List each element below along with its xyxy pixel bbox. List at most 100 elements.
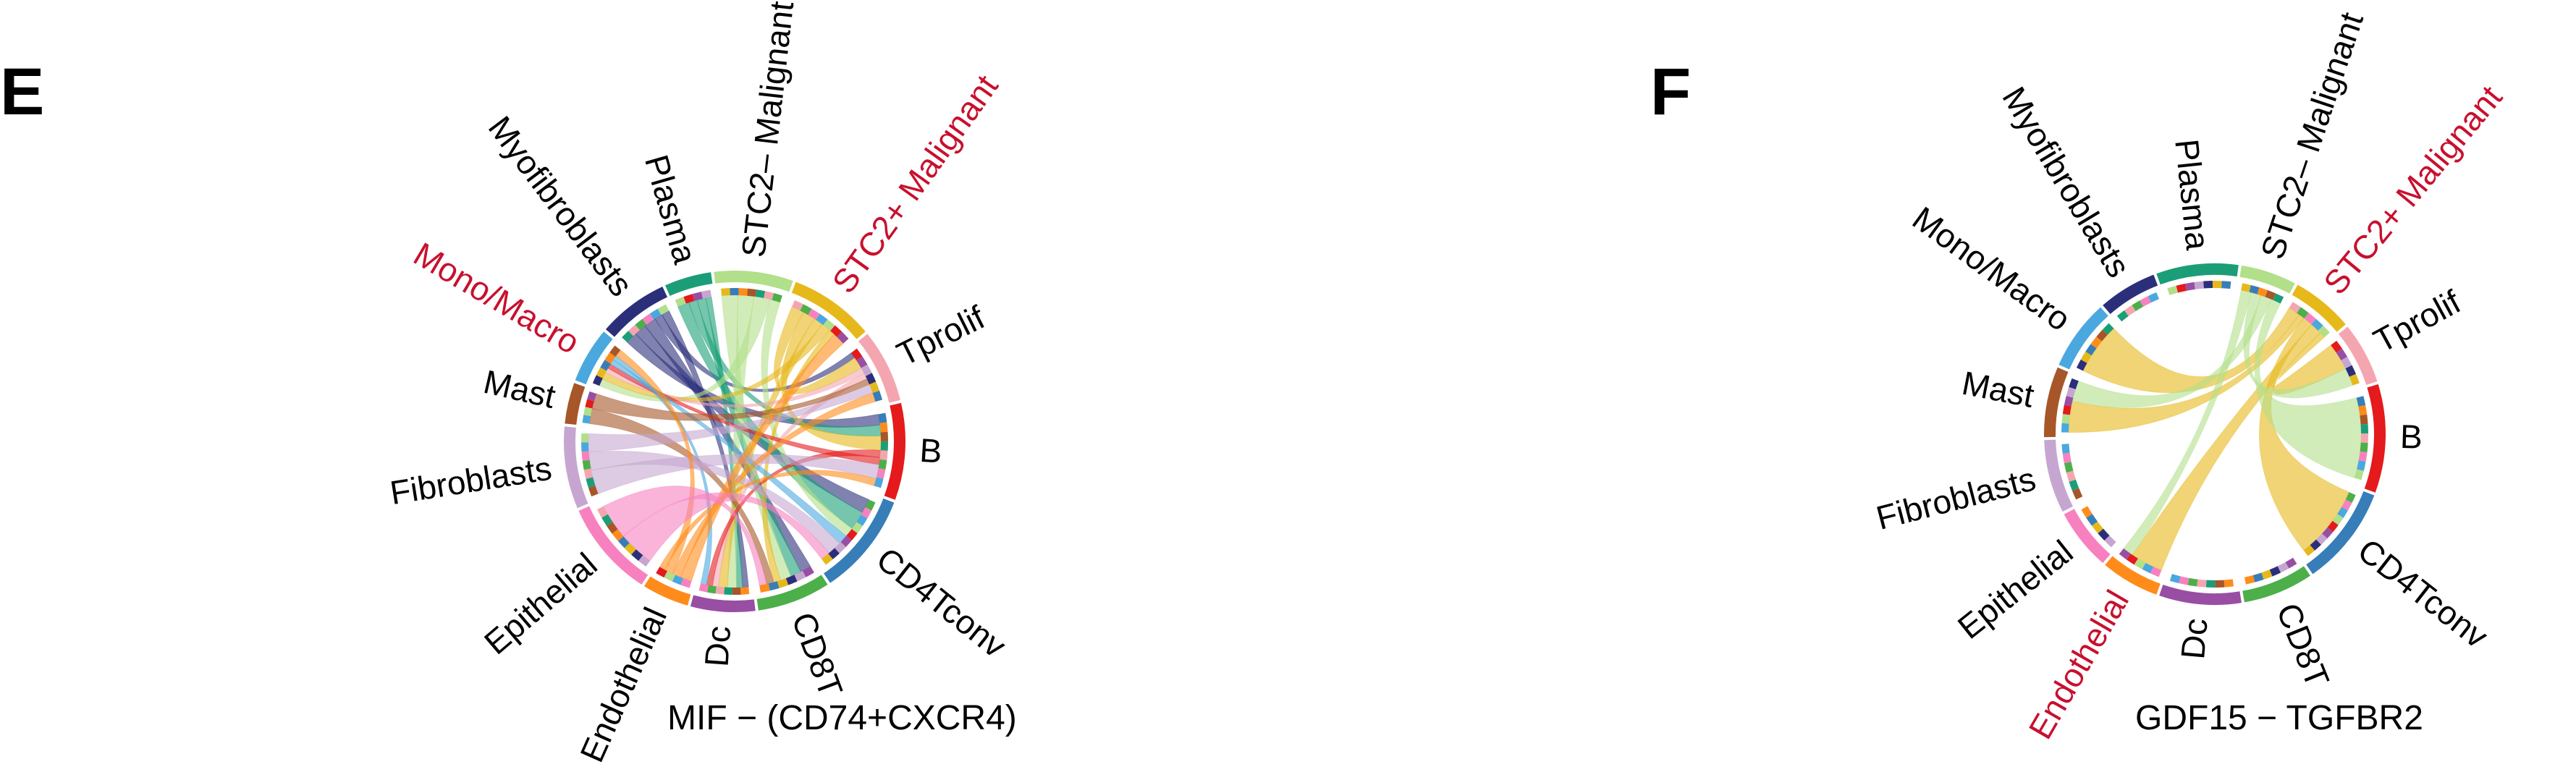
inner-tick-stc2-malignant [2304,313,2316,325]
sector-mast [2043,367,2069,438]
inner-tick-myofibroblasts [642,313,654,325]
inner-tick-b [2360,414,2368,425]
inner-tick-endothelial [672,575,684,585]
inner-tick-endothelial [2142,562,2154,574]
sector-label-b: B [919,431,943,470]
sector-endothelial [643,576,691,606]
ribbons [588,294,882,588]
inner-tick-plasma [2212,281,2222,289]
sector-label-cd8t: CD8T [2269,598,2336,692]
inner-tick-cd4tconv [861,507,872,519]
link-stc2-malignant-to-mono-macro [599,296,771,402]
inner-tick-dc [2205,580,2216,588]
inner-tick-dc [2215,580,2225,588]
inner-tick-epithelial [2092,521,2103,534]
inner-tick-myofibroblasts [2124,305,2136,316]
inner-tick-dc [707,585,717,594]
inner-tick-cd8t [785,575,798,585]
inner-tick-plasma [701,289,711,299]
inner-tick-tprolif [2336,348,2348,361]
sector-epithelial [2064,509,2111,564]
sector-plasma [2156,263,2239,285]
inner-tick-endothelial [680,578,692,588]
inner-tick-cd8t [777,578,789,588]
inner-tick-epithelial [2098,528,2110,541]
sector-label-fibroblasts: Fibroblasts [1872,459,2040,537]
inner-tick-plasma [675,297,686,307]
chord-diagram-e: Plasma STC2– Malignant STC2+ MalignantTpro… [387,0,1013,767]
inner-tick-cd4tconv [2327,520,2339,533]
inner-tick-b [879,450,888,461]
sector-label-stc2-malignant: STC2+ Malignant [824,68,1005,300]
inner-tick-plasma [2194,281,2204,289]
sector-label-stc2-malignant: STC2– Malignant [734,0,801,259]
sector-stc2-malignant [714,270,793,292]
inner-tick-stc2-malignant [738,288,748,296]
inner-tick-stc2-malignant [800,304,812,315]
inner-tick-fibroblasts [582,459,591,470]
sector-label-plasma: Plasma [638,151,704,268]
inner-tick-endothelial [2134,558,2146,569]
sector-label-cd8t: CD8T [785,607,850,702]
inner-tick-stc2-malignant [772,293,782,303]
inner-tick-cd8t [794,570,806,582]
inner-tick-plasma [683,294,695,304]
inner-tick-endothelial [2126,554,2138,565]
inner-tick-mono-macro [2090,336,2102,349]
inner-tick-plasma [692,292,704,301]
inner-tick-tprolif [2349,373,2360,386]
sector-tprolif [2338,326,2378,386]
inner-tick-b [879,422,888,433]
inner-tick-dc [2224,579,2234,588]
inner-tick-cd4tconv [828,548,840,559]
inner-tick-tprolif [2345,365,2357,377]
inner-tick-mono-macro [604,352,616,364]
inner-tick-fibroblasts [581,451,590,461]
link-endothelial-to-b [659,470,877,571]
inner-tick-stc2-malignant [2257,287,2268,297]
inner-tick-stc2-malignant [721,288,730,296]
ribbons [2068,289,2362,571]
inner-tick-mast [2061,423,2069,433]
inner-tick-mono-macro [592,375,603,386]
sector-label-mast: Mast [480,363,559,415]
inner-tick-cd8t [2285,557,2297,569]
inner-tick-epithelial [2104,535,2116,548]
sector-dc [690,595,756,612]
inner-tick-cd4tconv [2316,533,2328,545]
inner-tick-endothelial [656,567,667,578]
inner-tick-myofibroblasts [2148,292,2160,303]
inner-tick-cd8t [2261,569,2273,580]
inner-tick-epithelial [601,514,613,526]
inner-tick-stc2-malignant [764,291,774,300]
inner-tick-stc2-malignant [837,331,849,344]
inner-tick-dc [732,587,741,595]
inner-tick-tprolif [865,373,877,385]
link-epithelial-to-cd4tconv [622,492,830,562]
inner-tick-mono-macro [2080,351,2092,363]
sector-label-mono-macro: Mono/Macro [1906,199,2077,338]
inner-tick-tprolif [856,356,868,368]
inner-tick-cd4tconv [2345,492,2356,504]
inner-tick-cd4tconv [840,535,852,547]
sector-endothelial [2105,556,2161,595]
inner-tick-tprolif [850,348,863,361]
inner-tick-b [2357,460,2366,471]
inner-tick-mono-macro [2102,323,2114,335]
sector-label-tprolif: Tprolif [891,298,991,373]
inner-tick-fibroblasts [581,433,589,443]
inner-tick-fibroblasts [2061,444,2070,454]
inner-tick-cd4tconv [2332,514,2344,525]
inner-tick-mast [2069,378,2079,389]
link-myofibroblasts-to-dc [661,310,749,588]
sector-label-tprolif: Tprolif [2368,283,2467,360]
inner-tick-tprolif [869,381,880,394]
sector-label-epithelial: Epithelial [477,546,604,662]
inner-tick-fibroblasts [583,468,594,479]
inner-tick-myofibroblasts [2132,300,2144,312]
sector-fibroblasts [564,426,588,509]
inner-tick-dc [2187,577,2198,587]
sector-cd4tconv [2306,491,2375,575]
inner-tick-plasma [2203,281,2213,289]
